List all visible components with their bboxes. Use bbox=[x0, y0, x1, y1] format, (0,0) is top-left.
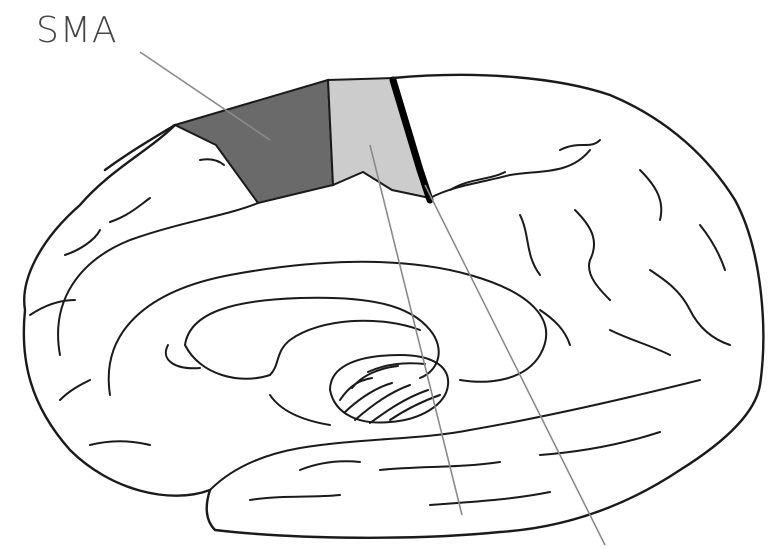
sulcus-occipital-4 bbox=[540, 310, 570, 345]
sulcus-parietal-3 bbox=[560, 140, 600, 150]
sulcus-temporal-4 bbox=[430, 492, 550, 505]
sulcus-occipital-1 bbox=[650, 270, 730, 345]
sulcus-parietal-5 bbox=[640, 170, 661, 220]
sulcus-frontal-6 bbox=[90, 441, 150, 445]
sma-region bbox=[175, 80, 333, 203]
sulcus-temporal-2 bbox=[380, 462, 500, 470]
sulcus-frontal-2 bbox=[65, 230, 100, 255]
sulcus-occipital-3 bbox=[700, 225, 725, 270]
sulcus-frontal-3 bbox=[30, 300, 75, 315]
top-edge-left bbox=[105, 125, 175, 170]
sulcus-parietal-4 bbox=[575, 210, 610, 300]
sma-label: SMA bbox=[36, 10, 118, 51]
genu-curve bbox=[166, 345, 200, 368]
corpus-callosum-inner bbox=[185, 298, 439, 378]
brainstem-upper bbox=[270, 395, 330, 425]
sulcus-frontal-1 bbox=[110, 198, 150, 222]
cingulate-sulcus bbox=[58, 203, 258, 355]
sulcus-frontal-4 bbox=[60, 380, 90, 400]
sulcus-occipital-2 bbox=[610, 330, 670, 355]
thalamus-striations bbox=[340, 363, 440, 423]
cingulate-sulcus-right bbox=[430, 150, 590, 198]
central-sulcus-leader-line bbox=[425, 185, 605, 545]
sulcus-parietal-2 bbox=[520, 215, 540, 275]
sulcus-temporal-1 bbox=[250, 495, 340, 500]
temporal-boundary bbox=[210, 380, 700, 490]
fornix bbox=[185, 321, 420, 379]
sulcus-temporal-5 bbox=[300, 461, 360, 470]
primary-motor-leader-line bbox=[370, 145, 462, 515]
corpus-callosum-outer bbox=[109, 262, 546, 395]
sulcus-frontal-5 bbox=[200, 159, 224, 165]
